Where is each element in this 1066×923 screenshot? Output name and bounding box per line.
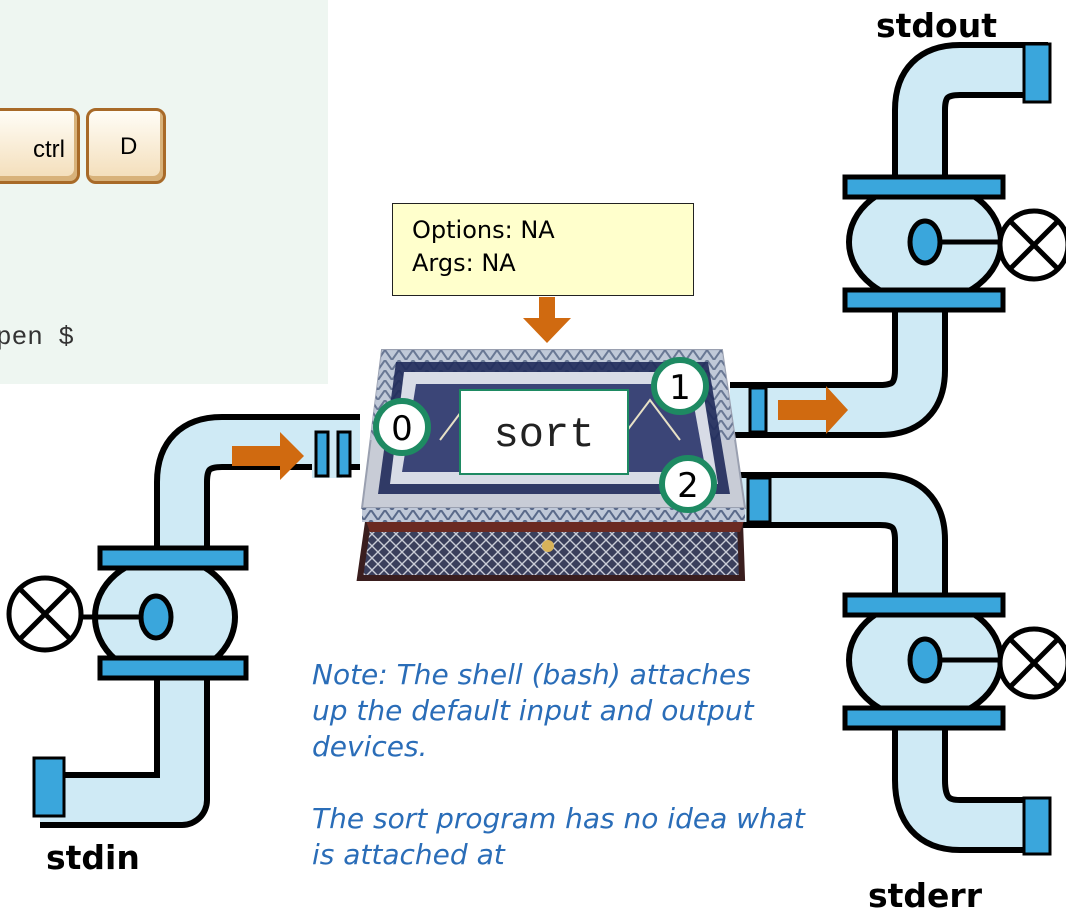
program-name: sort [494, 411, 595, 459]
note-paragraph-2: The sort program has no idea what is att… [312, 802, 805, 871]
fd-0-badge: 0 [373, 398, 431, 456]
terminal-panel [0, 0, 328, 384]
stdout-label: stdout [876, 6, 997, 45]
stdin-valve [6, 545, 249, 681]
terminal-prompt: pen $ [0, 322, 75, 352]
note-paragraph-1: Note: The shell (bash) attaches up the d… [312, 658, 754, 763]
stdin-pipe [32, 414, 360, 828]
fd-1-label: 1 [669, 368, 691, 408]
ctrl-key-label: ctrl [33, 136, 65, 163]
options-box: Options: NA Args: NA [392, 203, 694, 296]
stderr-label: stderr [868, 876, 982, 915]
stdin-label: stdin [46, 838, 140, 877]
fd-0-label: 0 [391, 409, 413, 449]
stderr-valve [842, 592, 1066, 731]
fd-2-badge: 2 [659, 455, 717, 513]
flow-arrow-options [523, 297, 571, 343]
flow-arrow-out [778, 386, 848, 434]
stdout-valve [842, 174, 1066, 313]
flow-arrow-in [232, 432, 304, 480]
note-text: Note: The shell (bash) attaches up the d… [312, 657, 832, 873]
options-line: Options: NA [412, 216, 555, 244]
fd-1-badge: 1 [651, 357, 709, 415]
args-line: Args: NA [412, 249, 516, 277]
d-key: D [86, 108, 166, 184]
d-key-label: D [120, 133, 138, 160]
program-label-box [459, 389, 629, 475]
fd-2-label: 2 [677, 466, 699, 506]
ctrl-key: ctrl [0, 108, 80, 184]
